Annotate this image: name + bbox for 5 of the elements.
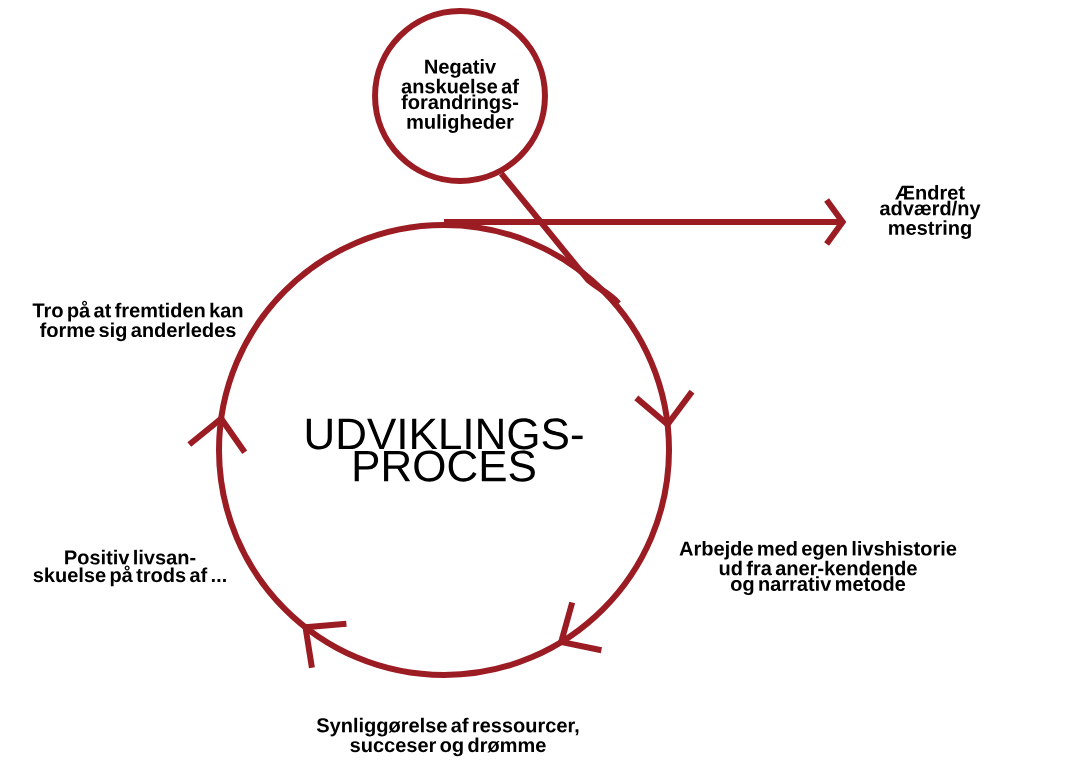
step-text: Positiv livsan-skuelse på trods af ... (33, 549, 226, 587)
step-text: Synliggørelse af ressourcer, succeser og drømme (316, 717, 579, 757)
outcome-text: Ændret adværd/ny mestring (880, 184, 981, 239)
step-text: Tro på at fremtiden kan forme sig anderledes (32, 300, 243, 342)
arrow (444, 198, 847, 246)
